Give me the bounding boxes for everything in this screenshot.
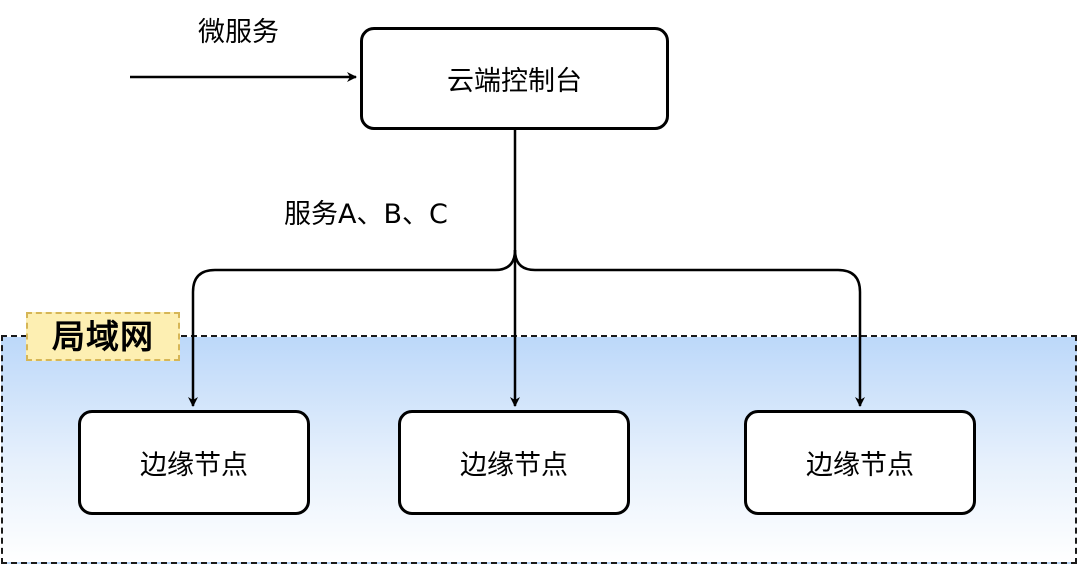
edge-node-2: 边缘节点 [398, 410, 630, 515]
lan-label: 局域网 [26, 312, 180, 361]
branch-connector-right [513, 249, 865, 407]
edge-node-label: 边缘节点 [806, 450, 914, 481]
edge-node-1: 边缘节点 [78, 410, 310, 515]
edge-node-label: 边缘节点 [460, 450, 568, 481]
microservice-label: 微服务 [198, 17, 279, 48]
cloud-console-node: 云端控制台 [360, 27, 669, 130]
services-label: 服务A、B、C [284, 199, 448, 230]
cloud-console-label: 云端控制台 [447, 66, 582, 97]
branch-connector-left [188, 249, 517, 407]
edge-node-3: 边缘节点 [744, 410, 976, 515]
edge-node-label: 边缘节点 [140, 450, 248, 481]
